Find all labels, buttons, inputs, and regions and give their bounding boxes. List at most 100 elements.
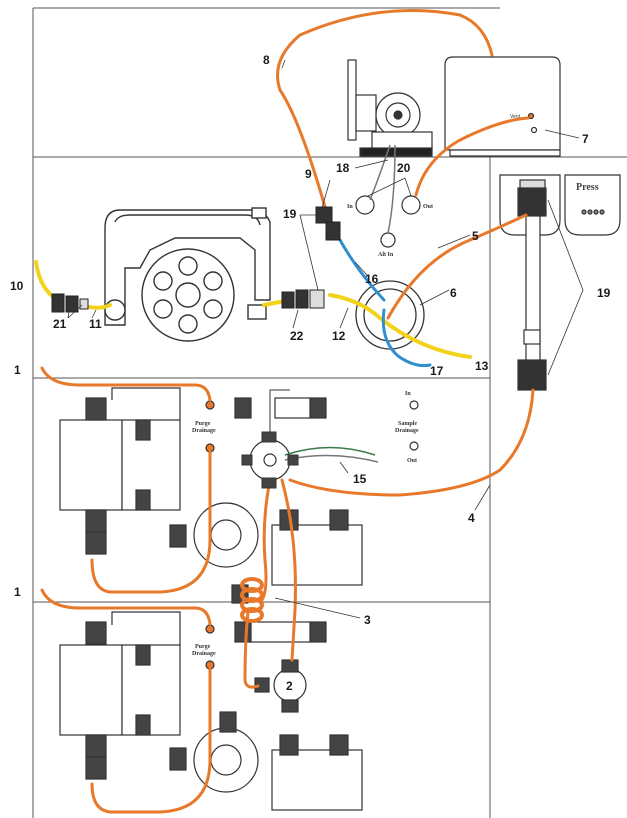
vent-port-1 <box>205 400 215 410</box>
callout-13: 13 <box>475 359 489 373</box>
holder-dot-3 <box>593 209 599 215</box>
valve-2-top-left <box>234 621 252 643</box>
port-in <box>355 195 375 215</box>
syringe-block-1-left <box>59 419 123 511</box>
callout-1-upper: 1 <box>14 363 21 377</box>
module-2-loop <box>111 611 181 645</box>
orange-tube-coil-to-valve <box>243 610 260 689</box>
leader-19-bottom <box>299 214 319 291</box>
port-alt-in-label: Alt In <box>378 252 394 258</box>
fitting-2e <box>135 714 151 736</box>
leader-3 <box>274 597 361 619</box>
connector-22c <box>309 289 325 309</box>
callout-labels: 8 9 19 18 20 5 6 7 16 19 10 21 11 22 12 … <box>10 53 611 693</box>
fitting-2b <box>85 734 107 758</box>
fitting-1c <box>85 531 107 555</box>
callout-16: 16 <box>365 272 379 286</box>
holder-right <box>564 174 621 236</box>
valve-1-top-left <box>234 397 252 419</box>
control-box-base <box>449 149 561 157</box>
connector-22a <box>281 291 295 309</box>
valve-1-top-body <box>274 397 311 419</box>
green-tube-15 <box>284 446 376 456</box>
sample-port-in <box>409 400 419 410</box>
purge-label-lower-2: Drainage <box>192 651 216 657</box>
callout-10: 10 <box>10 279 24 293</box>
sample-label-2: Drainage <box>395 428 419 434</box>
blue-tube-17 <box>381 308 432 368</box>
waste-2-cap-left <box>279 734 299 756</box>
orange-tube-module-1-loop <box>90 450 212 594</box>
syringe-block-2-right <box>121 644 181 736</box>
orange-tube-8 <box>276 9 494 209</box>
purge-label-upper-2: Drainage <box>192 428 216 434</box>
fitting-1a <box>85 397 107 421</box>
callout-20: 20 <box>397 161 411 175</box>
sample-out-mini-label: Out <box>407 458 417 464</box>
callout-3: 3 <box>364 613 371 627</box>
control-box-indicator <box>530 126 538 134</box>
syringe-block-1-right <box>121 419 181 511</box>
pump-roller-3 <box>203 299 223 319</box>
callout-12: 12 <box>332 329 346 343</box>
drive-rotor-hub <box>393 110 403 120</box>
leader-8 <box>281 59 286 69</box>
callout-4: 4 <box>468 511 475 525</box>
holder-dot-2 <box>587 209 593 215</box>
callout-22: 22 <box>290 329 304 343</box>
callout-1-lower: 1 <box>14 585 21 599</box>
control-box-port-label: Vent <box>510 114 521 120</box>
column-holder <box>499 174 621 391</box>
column-marker <box>523 329 541 345</box>
pump-tube-clamp-left <box>104 299 126 321</box>
leader-19-right-top <box>547 199 584 291</box>
pump-rotor-hub <box>175 282 201 308</box>
pump-module-1 <box>59 387 419 604</box>
shelf-ports <box>355 195 421 248</box>
module-2-fitting-top <box>219 711 237 733</box>
leader-7 <box>544 129 580 139</box>
pump-housing-inner-edge <box>114 214 261 226</box>
leader-12 <box>339 307 349 329</box>
leader-lines <box>67 59 584 619</box>
control-box-port <box>527 112 535 120</box>
pump-lever <box>251 207 267 219</box>
grey-tube-drive-to-alt <box>387 144 396 234</box>
orange-tube-7 <box>414 116 530 197</box>
port-alt-in <box>380 232 396 248</box>
waste-1-cap-right <box>329 509 349 531</box>
orange-tubing <box>40 9 535 814</box>
orange-tube-4 <box>288 388 535 497</box>
module-1-fitting-left <box>169 524 187 548</box>
drive-foot <box>359 147 433 157</box>
valve-2-port-top <box>281 659 299 673</box>
callout-11: 11 <box>89 317 102 331</box>
orange-tube-module-2-loop <box>90 667 212 814</box>
grey-tubing <box>269 144 396 463</box>
orange-tube-to-coil <box>260 478 272 602</box>
leader-5 <box>437 234 471 249</box>
connector-21b <box>65 295 79 313</box>
leader-15 <box>339 461 349 474</box>
purge-label-upper-1: Purge <box>195 421 211 427</box>
callout-6: 6 <box>450 286 457 300</box>
leader-19-right-bottom <box>547 289 584 376</box>
connector-21c <box>79 298 89 310</box>
column-bottom-fitting <box>517 359 547 391</box>
callout-15: 15 <box>353 472 367 486</box>
coil-3 <box>240 577 264 623</box>
pump-roller-2 <box>203 271 223 291</box>
rotary-valve-1-hub <box>263 453 277 467</box>
holder-dot-1 <box>581 209 587 215</box>
pump-head-1-core <box>210 519 242 551</box>
callout-7: 7 <box>582 132 589 146</box>
leader-9 <box>321 179 331 209</box>
pump-roller-5 <box>153 299 173 319</box>
valve-2-top-right <box>309 621 327 643</box>
fitting-2d <box>135 644 151 666</box>
orange-tube-1-lower <box>40 588 212 626</box>
drive-bracket <box>347 59 357 141</box>
waste-2-cap-right <box>329 734 349 756</box>
valve-1-top-right <box>309 397 327 419</box>
